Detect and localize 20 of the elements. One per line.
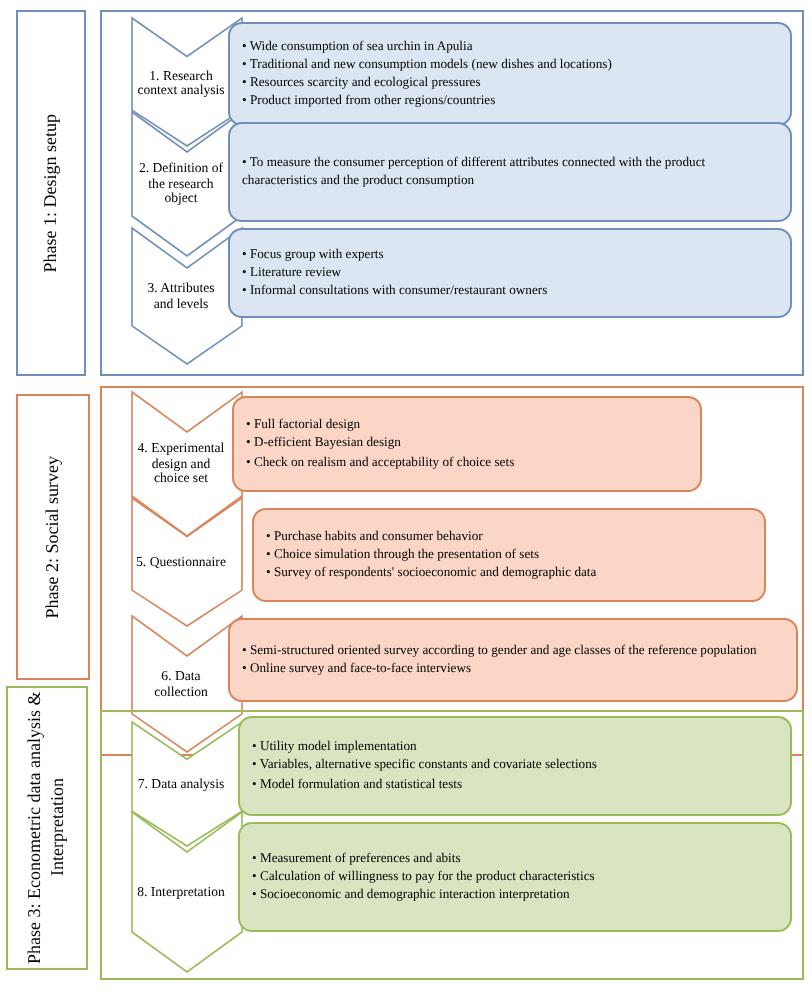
step-shape <box>132 812 242 972</box>
phase-label-box <box>16 394 90 680</box>
bullet-box <box>228 22 792 126</box>
bullet-box <box>228 122 792 222</box>
phase-panel <box>100 10 804 376</box>
bullet-box <box>228 228 792 318</box>
phase-label: Phase 1: Design setup <box>39 113 62 273</box>
bullet-box <box>238 716 792 816</box>
bullet-box <box>238 822 792 932</box>
bullet-box <box>232 396 702 492</box>
phase-label-box <box>16 10 86 376</box>
phase-label-box <box>6 686 88 970</box>
step-shape <box>132 498 242 626</box>
phase-label: Phase 2: Social survey <box>41 455 64 619</box>
phase-panel <box>100 710 804 980</box>
bullet-box <box>228 618 798 702</box>
step-shape <box>132 722 242 846</box>
bullet-box <box>252 508 766 602</box>
phase-panel <box>100 386 804 756</box>
phase-label: Phase 3: Econometric data analysis & Interpretation <box>23 689 69 968</box>
